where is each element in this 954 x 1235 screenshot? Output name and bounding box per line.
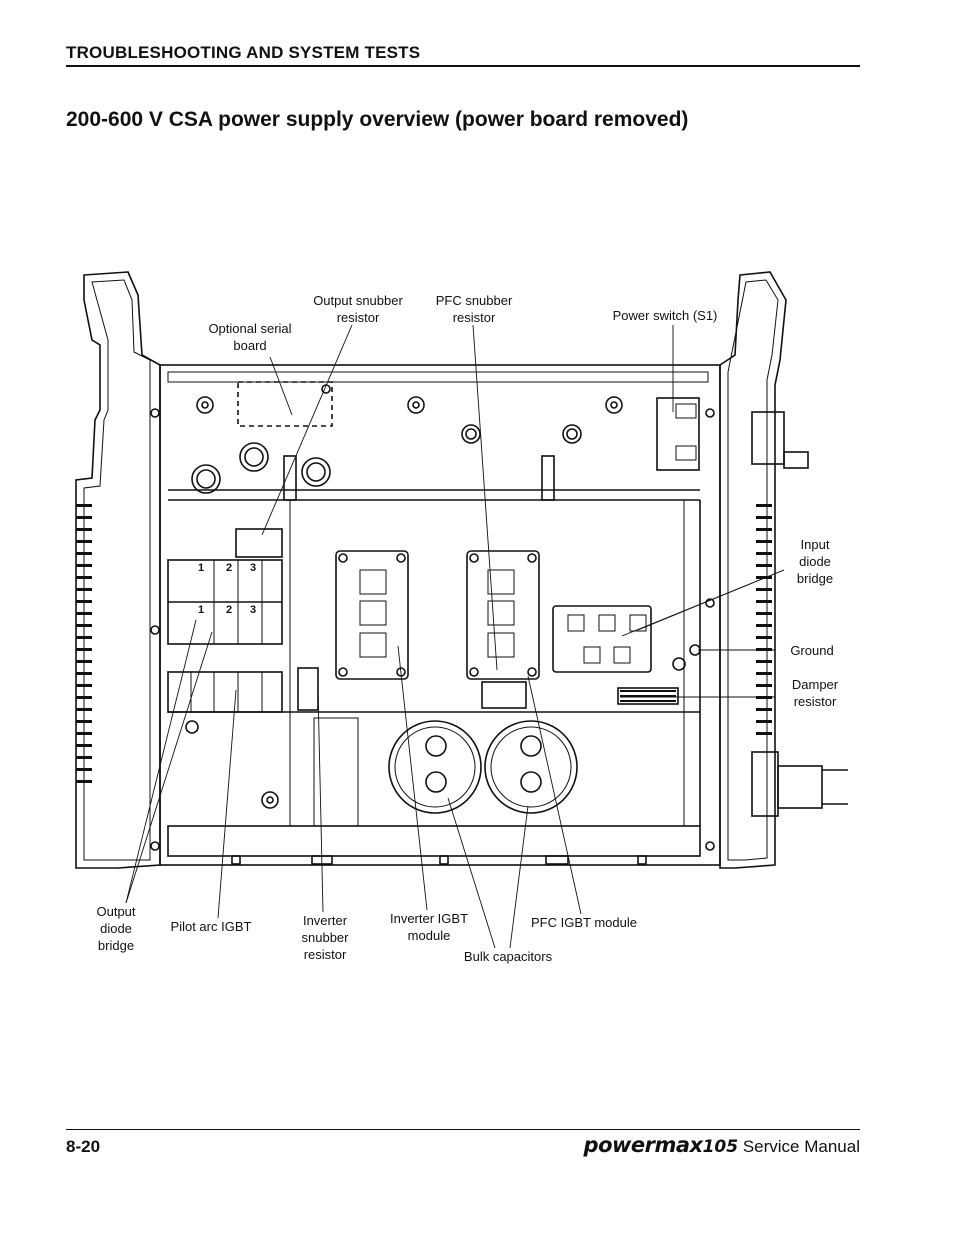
terminal-number: 3	[250, 562, 256, 574]
input-diode-bridge	[552, 605, 652, 673]
callout-output-diode-bridge: Output diode bridge	[96, 904, 136, 953]
page-number: 8-20	[66, 1137, 101, 1156]
pfc-igbt-module	[466, 550, 540, 680]
power-switch	[656, 397, 700, 471]
callout-inverter-snubber-resistor: Inverter snubber resistor	[301, 913, 349, 962]
manual-label: Service Manual	[742, 1137, 860, 1156]
callout-output-snubber-resistor: Output snubber resistor	[313, 293, 403, 325]
ground-stud	[672, 657, 686, 671]
terminal-number: 3	[250, 604, 256, 616]
terminal-number: 2	[226, 562, 232, 574]
callout-input-diode-bridge: Input diode bridge	[796, 537, 834, 586]
callout-bulk-capacitors: Bulk capacitors	[463, 949, 553, 964]
callout-inverter-igbt-module: Inverter IGBT module	[389, 911, 469, 943]
brand-name: powermax	[583, 1133, 704, 1157]
leader-lines	[125, 324, 785, 949]
output-snubber-resistor	[235, 528, 283, 558]
inverter-snubber-resistor	[297, 667, 319, 711]
callout-optional-serial-board: Optional serial board	[208, 321, 292, 353]
terminal-number: 2	[226, 604, 232, 616]
footer-divider	[66, 1129, 860, 1130]
optional-serial-board	[237, 381, 333, 427]
chassis	[159, 364, 721, 866]
bulk-capacitors	[388, 720, 578, 814]
terminal-number: 1	[198, 604, 204, 616]
callout-power-switch: Power switch (S1)	[612, 308, 718, 323]
vent-slots	[76, 504, 772, 783]
damper-resistor	[617, 687, 679, 705]
callout-pfc-snubber-resistor: PFC snubber resistor	[435, 293, 513, 325]
terminal-number: 1	[198, 562, 204, 574]
left-side-panel	[75, 271, 161, 869]
right-side-panel	[719, 271, 787, 869]
page-title: 200-600 V CSA power supply overview (pow…	[66, 108, 689, 131]
callout-pilot-arc-igbt: Pilot arc IGBT	[170, 919, 252, 934]
section-header: TROUBLESHOOTING AND SYSTEM TESTS	[66, 43, 860, 67]
inverter-igbt-module	[335, 550, 409, 680]
callout-damper-resistor: Damper resistor	[791, 677, 839, 709]
footer-brand: powermax105 Service Manual	[584, 1133, 860, 1157]
section-title: TROUBLESHOOTING AND SYSTEM TESTS	[66, 43, 421, 62]
pilot-arc-igbt	[167, 671, 283, 713]
brand-model: 105	[702, 1137, 739, 1157]
callout-ground: Ground	[790, 643, 834, 658]
callout-pfc-igbt-module: PFC IGBT module	[531, 915, 637, 930]
